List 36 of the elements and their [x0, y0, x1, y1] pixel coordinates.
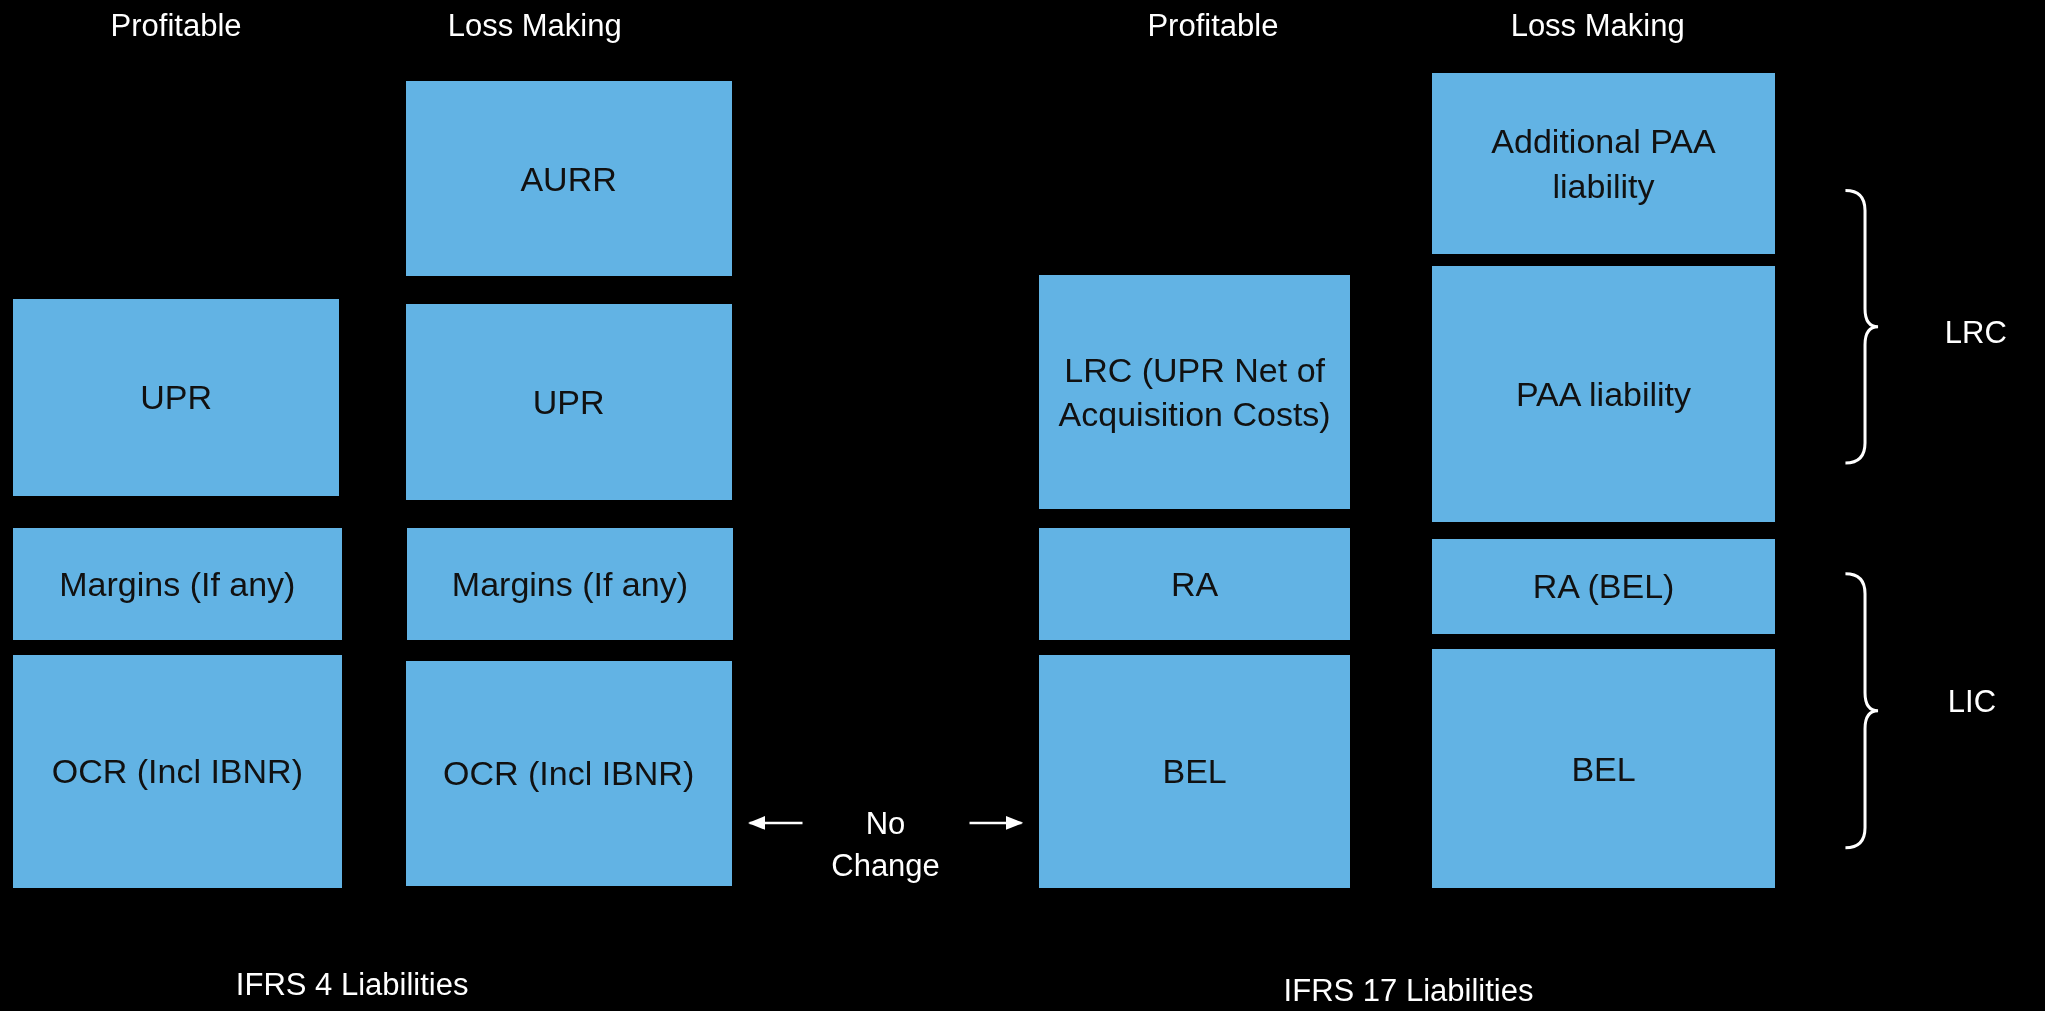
liability-block: [1039, 654, 1350, 889]
liability-block: [1432, 266, 1775, 522]
liability-block: [405, 661, 732, 886]
block-label: OCR (Incl IBNR): [51, 751, 303, 793]
block-label: UPR: [532, 381, 605, 423]
column-header: Loss Making: [447, 8, 622, 45]
block-label: PAA liability: [1515, 373, 1692, 415]
column-header: Loss Making: [1510, 8, 1685, 45]
block-label: RA: [1171, 564, 1219, 606]
section-title: IFRS 17 Liabilities: [1283, 973, 1534, 1010]
column-header: Profitable: [110, 8, 242, 45]
liability-block: [13, 298, 340, 496]
section-title: IFRS 4 Liabilities: [235, 966, 469, 1003]
block-label: OCR (Incl IBNR): [443, 753, 695, 795]
liability-block: [1432, 649, 1775, 889]
liability-block: [405, 80, 732, 277]
block-label: BEL: [1162, 751, 1227, 793]
block-label: BEL: [1571, 748, 1636, 790]
block-label: Additional PAA liability: [1490, 121, 1717, 207]
block-label: AURR: [520, 158, 617, 200]
liability-block: [13, 528, 342, 641]
liability-block: [406, 528, 733, 641]
liability-block: [1432, 538, 1775, 634]
block-label: Margins (If any): [59, 564, 296, 606]
liability-block: [1432, 73, 1775, 255]
liability-block: [1039, 528, 1350, 641]
block-label: UPR: [140, 377, 212, 418]
block-label: RA (BEL): [1532, 566, 1675, 608]
liability-block: [1039, 275, 1350, 509]
block-label: Margins (If any): [451, 564, 688, 606]
bracket-label: LIC: [1947, 683, 1997, 720]
column-header: Profitable: [1147, 8, 1279, 45]
liability-block: [13, 654, 342, 889]
bracket-label: LRC: [1944, 314, 2007, 351]
liability-block: [405, 303, 732, 500]
block-label: LRC (UPR Net of Acquisition Costs): [1057, 349, 1332, 435]
